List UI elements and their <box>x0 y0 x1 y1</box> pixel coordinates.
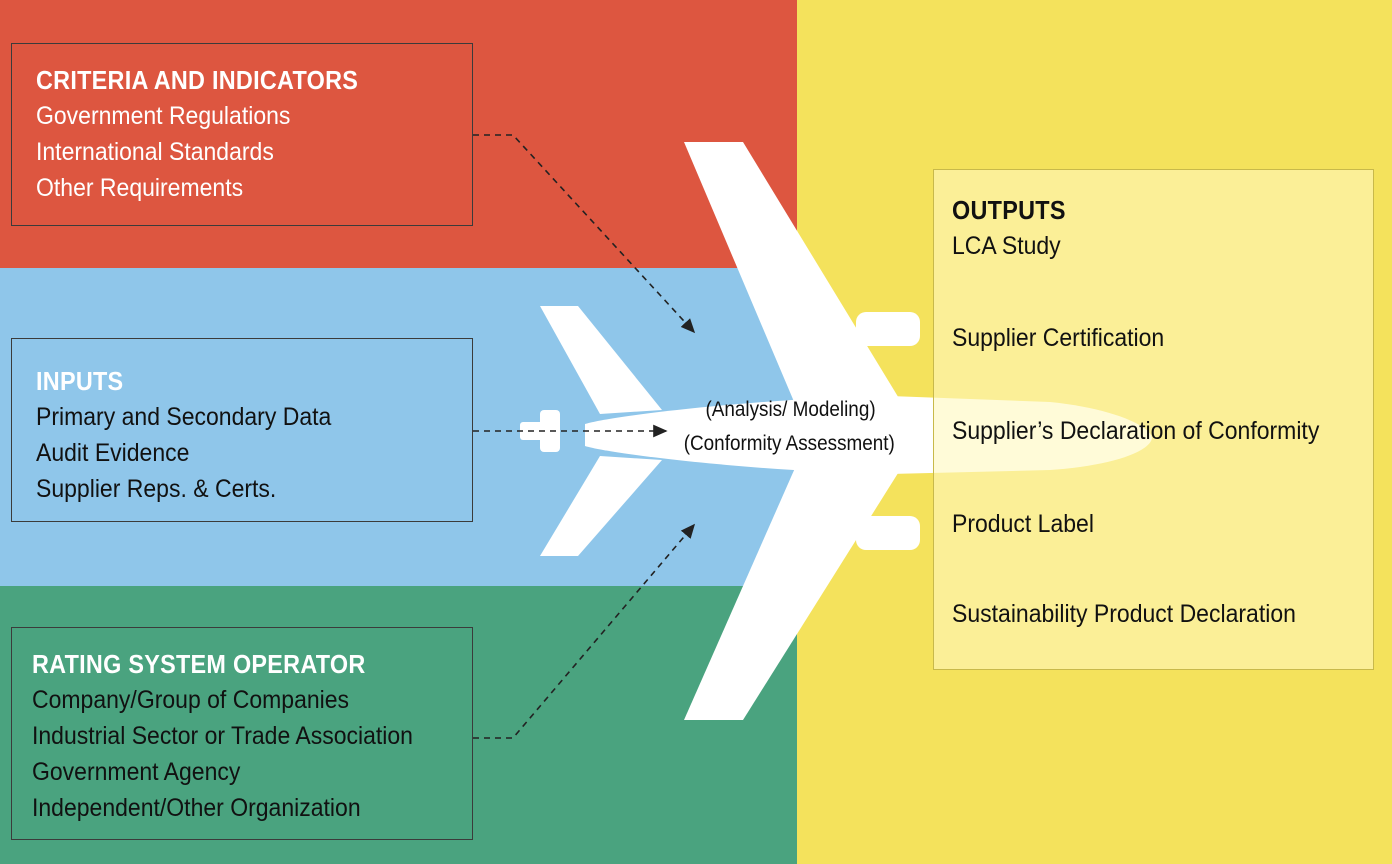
rating-system-item: Industrial Sector or Trade Association <box>32 722 413 750</box>
rating-system-band <box>0 586 797 864</box>
rating-system-item: Government Agency <box>32 758 241 786</box>
inputs-item: Primary and Secondary Data <box>36 403 332 431</box>
criteria-box: CRITERIA AND INDICATORS Government Regul… <box>11 43 473 226</box>
inputs-item: Audit Evidence <box>36 439 190 467</box>
rating-system-title: RATING SYSTEM OPERATOR <box>32 649 366 679</box>
rating-system-item: Independent/Other Organization <box>32 794 361 822</box>
flow-arrows <box>473 134 696 739</box>
rating-system-box: RATING SYSTEM OPERATOR Company/Group of … <box>11 627 473 840</box>
criteria-title: CRITERIA AND INDICATORS <box>36 65 359 95</box>
criteria-item: Other Requirements <box>36 174 244 202</box>
inputs-item: Supplier Reps. & Certs. <box>36 475 277 503</box>
inputs-title: INPUTS <box>36 366 124 396</box>
center-label-analysis: (Analysis/ Modeling) <box>705 398 876 421</box>
outputs-box: OUTPUTS LCA Study Supplier Certification… <box>933 169 1374 670</box>
inputs-box: INPUTS Primary and Secondary Data Audit … <box>11 338 473 522</box>
outputs-item: Supplier Certification <box>952 324 1165 352</box>
center-label-conformity: (Conformity Assessment) <box>683 432 895 455</box>
outputs-item: Sustainability Product Declaration <box>952 600 1296 628</box>
outputs-title: OUTPUTS <box>952 195 1066 225</box>
outputs-item: Product Label <box>952 510 1094 538</box>
outputs-item: LCA Study <box>952 232 1061 260</box>
outputs-item: Supplier’s Declaration of Conformity <box>952 417 1320 445</box>
criteria-arrow <box>473 134 696 334</box>
criteria-item: Government Regulations <box>36 102 291 130</box>
rating-system-item: Company/Group of Companies <box>32 686 350 714</box>
rating-system-arrow <box>473 523 696 739</box>
criteria-band <box>0 0 797 268</box>
criteria-item: International Standards <box>36 138 274 166</box>
